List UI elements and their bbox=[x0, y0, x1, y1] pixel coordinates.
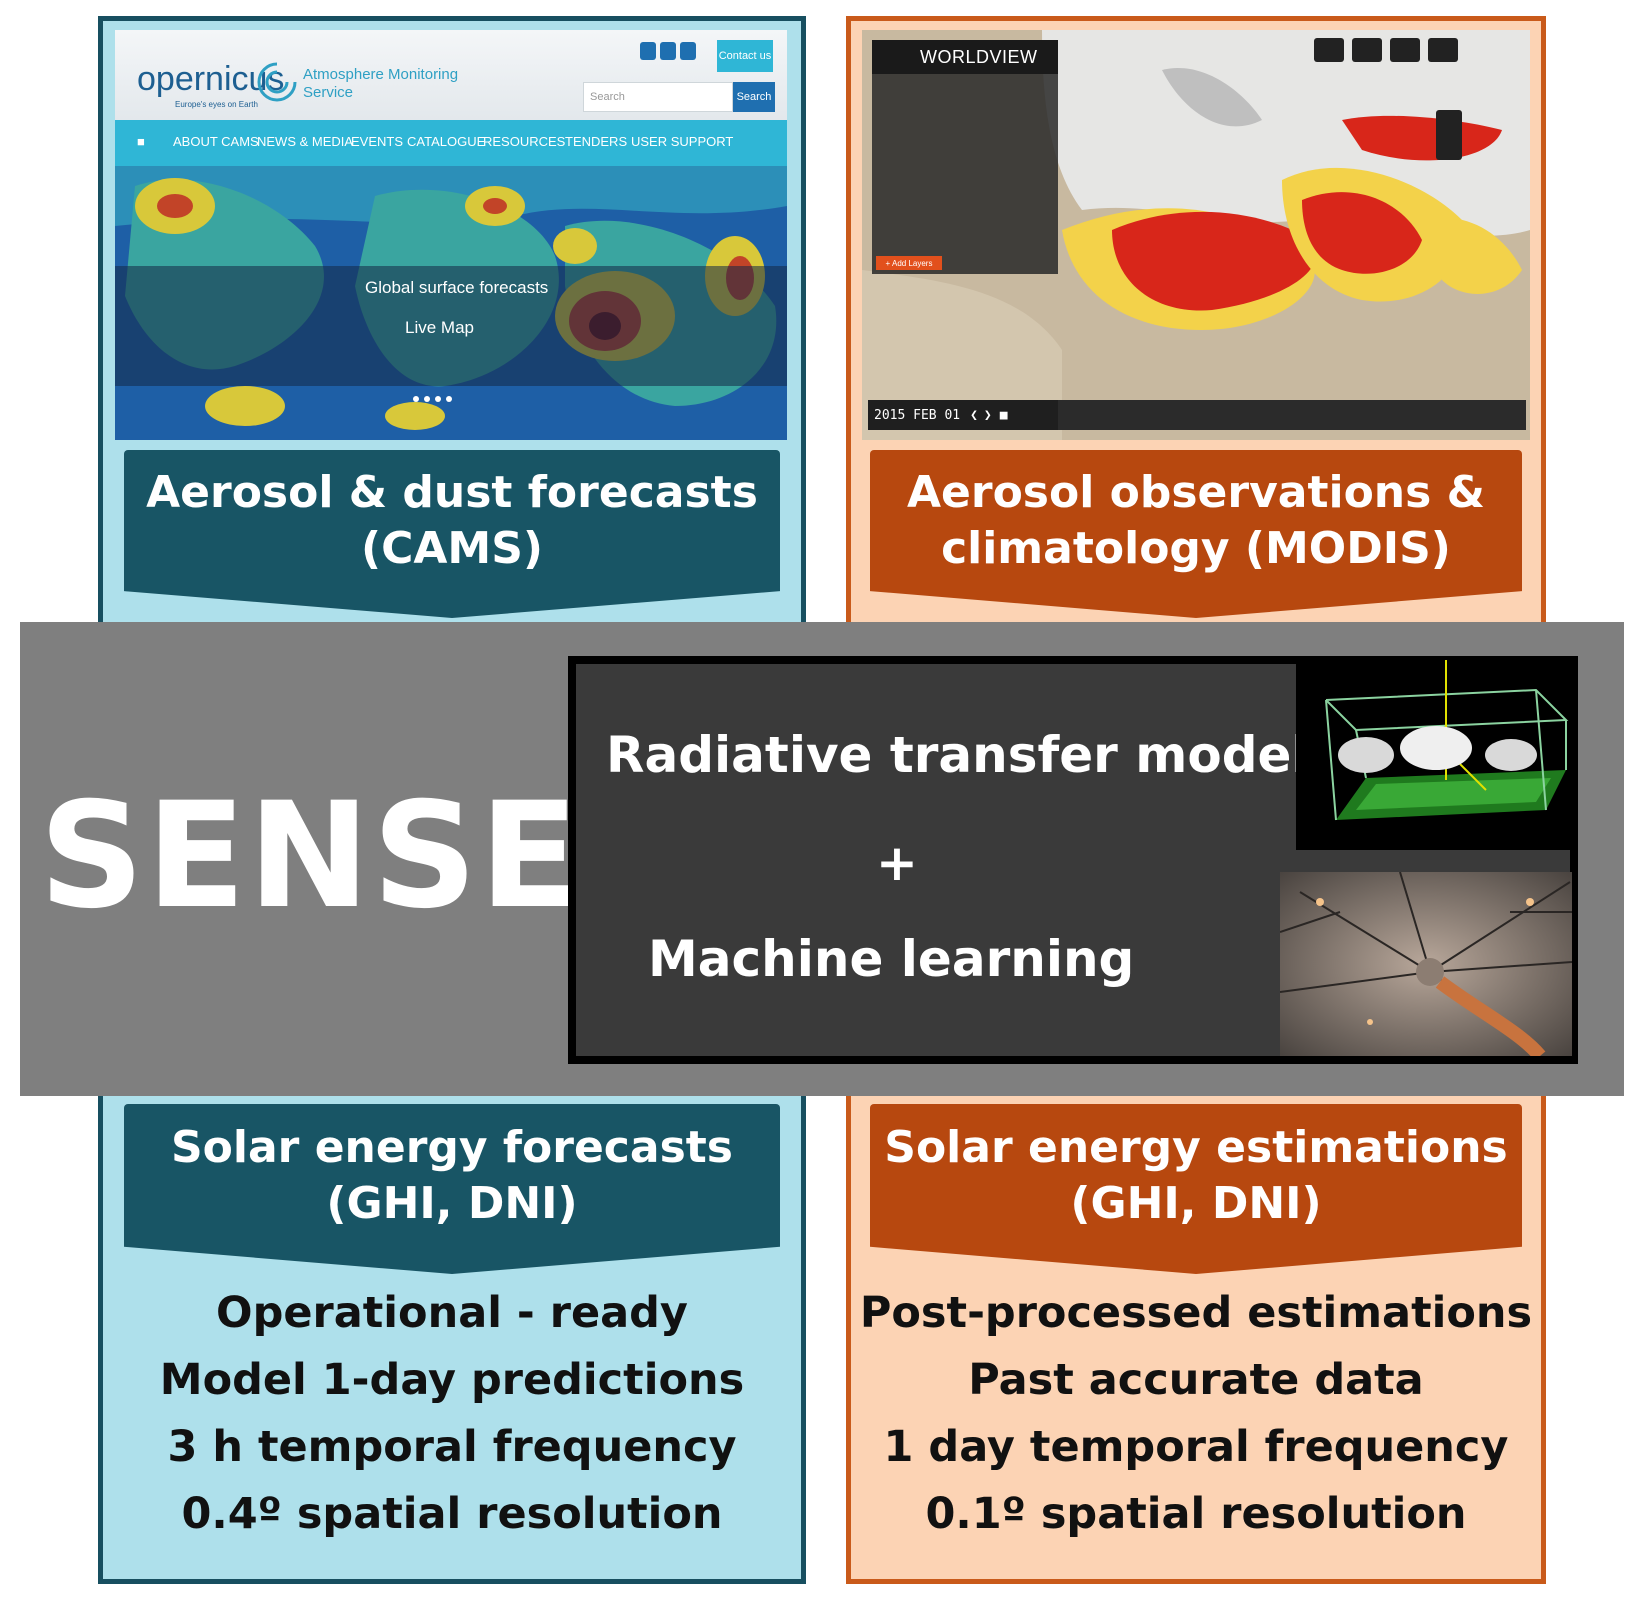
camera-icon[interactable] bbox=[1390, 38, 1420, 62]
cams-website-screenshot: opernicus Europe's eyes on Earth Atmosph… bbox=[115, 30, 787, 440]
plus-sign: + bbox=[876, 834, 918, 892]
feature-item: 0.4º spatial resolution bbox=[181, 1489, 723, 1539]
method-radiative-transfer: Radiative transfer models bbox=[606, 726, 1339, 784]
timeline-date[interactable]: 2015 FEB 01 ❮ ❯ ■ bbox=[868, 400, 1058, 430]
worldview-screenshot: WORLDVIEW + Add Layers 2015 FEB 01 ❮ ❯ ■ bbox=[862, 30, 1530, 440]
overlay-title: Global surface forecasts bbox=[365, 278, 549, 297]
info-icon[interactable] bbox=[1428, 38, 1458, 62]
cams-service-name: Atmosphere Monitoring Service bbox=[303, 66, 459, 101]
search-button[interactable]: Search bbox=[733, 82, 775, 112]
3d-cloud-model-image bbox=[1296, 660, 1576, 850]
zoom-control[interactable] bbox=[1436, 110, 1462, 160]
nav-resources[interactable]: RESOURCES bbox=[483, 134, 566, 149]
feature-item: 3 h temporal frequency bbox=[167, 1422, 737, 1472]
banner-solar-estimations: Solar energy estimations (GHI, DNI) bbox=[870, 1104, 1522, 1274]
nav-catalogue[interactable]: CATALOGUE bbox=[407, 134, 486, 149]
nav-about[interactable]: ABOUT CAMS bbox=[173, 134, 259, 149]
chevron-right-icon[interactable]: ❯ bbox=[983, 407, 992, 423]
chevron-left-icon[interactable]: ❮ bbox=[970, 407, 978, 423]
feature-item: Past accurate data bbox=[968, 1355, 1424, 1405]
feature-item: Operational - ready bbox=[216, 1288, 688, 1338]
nav-user-support[interactable]: USER SUPPORT bbox=[631, 134, 734, 149]
share-icon[interactable] bbox=[1314, 38, 1344, 62]
layers-panel bbox=[872, 74, 1058, 274]
globe-icon[interactable] bbox=[1352, 38, 1382, 62]
add-layers-button[interactable]: + Add Layers bbox=[876, 256, 942, 270]
home-icon[interactable]: ■ bbox=[137, 134, 145, 149]
cams-logo-icon bbox=[257, 62, 297, 102]
neuron-network-image bbox=[1280, 872, 1572, 1056]
cams-nav-bar bbox=[115, 120, 787, 166]
timeline-slider[interactable] bbox=[1058, 400, 1526, 430]
carousel-dots[interactable] bbox=[411, 394, 455, 404]
live-map-link[interactable]: Live Map bbox=[405, 318, 474, 337]
map-caption-overlay bbox=[115, 266, 787, 386]
nav-tenders[interactable]: TENDERS bbox=[565, 134, 628, 149]
worldview-title: WORLDVIEW bbox=[872, 40, 1058, 74]
social-icons[interactable] bbox=[640, 40, 700, 62]
contact-us-button[interactable]: Contact us bbox=[717, 40, 773, 72]
feature-item: Model 1-day predictions bbox=[159, 1355, 745, 1405]
search-input[interactable]: Search bbox=[583, 82, 733, 112]
feature-item: Post-processed estimations bbox=[859, 1288, 1533, 1338]
nav-news[interactable]: NEWS & MEDIA bbox=[257, 134, 354, 149]
nav-events[interactable]: EVENTS bbox=[351, 134, 404, 149]
feature-item: 1 day temporal frequency bbox=[883, 1422, 1509, 1472]
method-machine-learning: Machine learning bbox=[648, 930, 1135, 988]
sense-title: SENSE bbox=[39, 771, 581, 941]
video-camera-icon[interactable]: ■ bbox=[999, 407, 1008, 423]
copernicus-logo-subtitle: Europe's eyes on Earth bbox=[175, 100, 258, 109]
feature-item: 0.1º spatial resolution bbox=[925, 1489, 1467, 1539]
estimation-features: Post-processed estimations Past accurate… bbox=[856, 1280, 1536, 1548]
banner-aerosol-observations: Aerosol observations & climatology (MODI… bbox=[870, 450, 1522, 618]
banner-aerosol-forecasts: Aerosol & dust forecasts (CAMS) bbox=[124, 450, 780, 618]
banner-solar-forecasts: Solar energy forecasts (GHI, DNI) bbox=[124, 1104, 780, 1274]
forecast-features: Operational - ready Model 1-day predicti… bbox=[110, 1280, 794, 1548]
